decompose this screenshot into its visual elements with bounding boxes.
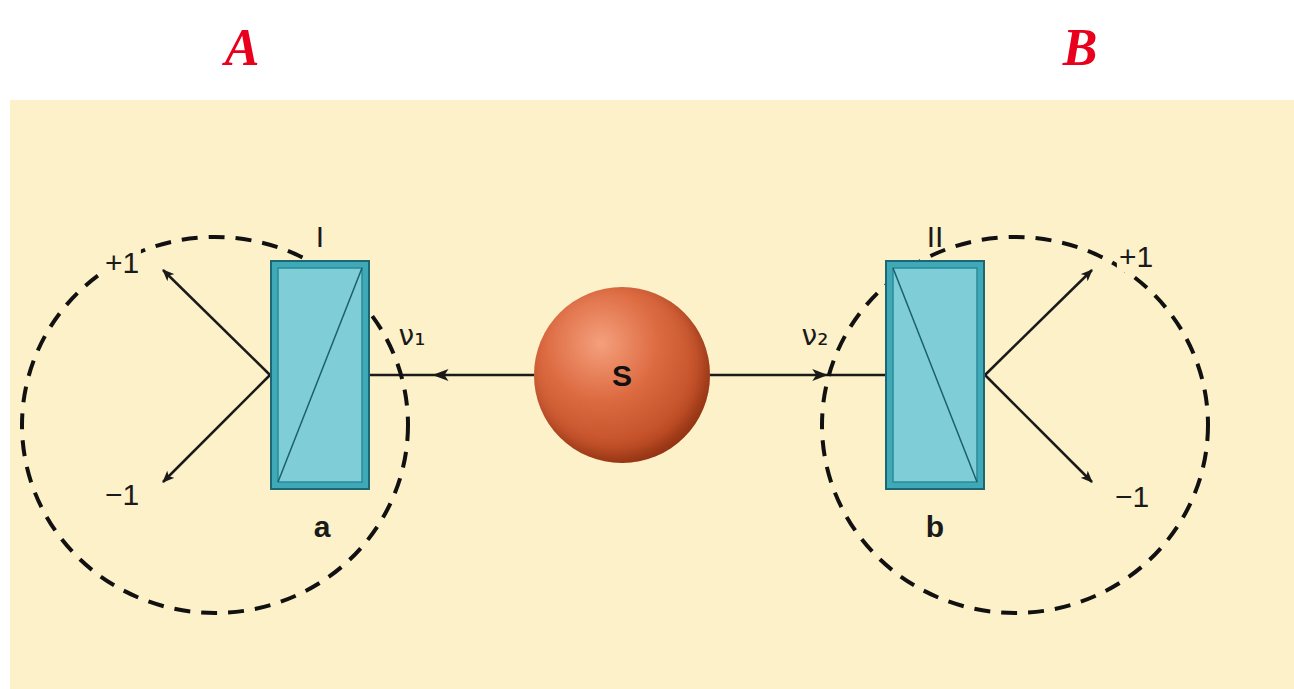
polarizer-prism [885, 260, 985, 490]
source-sphere: S [534, 287, 710, 463]
prism-inner [278, 268, 362, 482]
polarizer-box: Ia [270, 260, 370, 490]
outcome-value: +1 [103, 246, 141, 279]
region-ellipse: IIbB [820, 235, 1210, 615]
polarizer-name: I [316, 220, 324, 253]
outcome-value: −1 [103, 478, 141, 511]
source-label: S [612, 359, 632, 392]
polarizer-name: II [927, 220, 944, 253]
output-arrow [163, 375, 270, 482]
region-letter: B [1063, 19, 1098, 76]
outcome-value: −1 [1113, 480, 1151, 513]
prism-diagonal [893, 268, 977, 482]
region-ellipse: IaA [20, 235, 410, 615]
polarizer-prism [270, 260, 370, 490]
setting-letter: a [314, 510, 331, 543]
beam-label: ν₁ [397, 319, 428, 352]
output-arrow [985, 270, 1092, 375]
prism-diagonal [278, 268, 362, 482]
beam-arrow [710, 374, 885, 377]
prism-outer [886, 261, 984, 489]
prism-inner [893, 268, 977, 482]
prism-outer [271, 261, 369, 489]
output-arrow [163, 270, 270, 375]
dashed-ellipse [22, 237, 408, 613]
output-arrow [985, 375, 1092, 482]
beam-label: ν₂ [800, 319, 831, 352]
outcome-value: +1 [1117, 240, 1155, 273]
setting-letter: b [926, 510, 944, 543]
region-letter: A [225, 19, 260, 76]
beam-arrow [370, 374, 534, 377]
dashed-ellipse [820, 235, 1210, 615]
polarizer-box: IIb [885, 260, 985, 490]
dashed-ellipse [822, 237, 1208, 613]
